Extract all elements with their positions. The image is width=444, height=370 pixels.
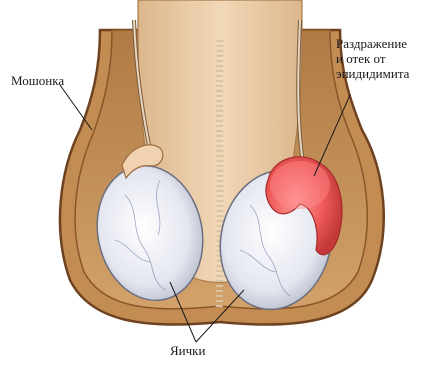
testes-label: Яички [170, 343, 205, 358]
epididymitis-label: Раздражение и отек от эпидидимита [336, 36, 409, 81]
epididymitis-label-line-3: эпидидимита [336, 66, 409, 81]
epididymitis-label-line-1: Раздражение [336, 36, 409, 51]
epididymitis-label-line-2: и отек от [336, 51, 409, 66]
scrotum-label: Мошонка [11, 73, 64, 88]
inflammation-glow [270, 161, 330, 209]
